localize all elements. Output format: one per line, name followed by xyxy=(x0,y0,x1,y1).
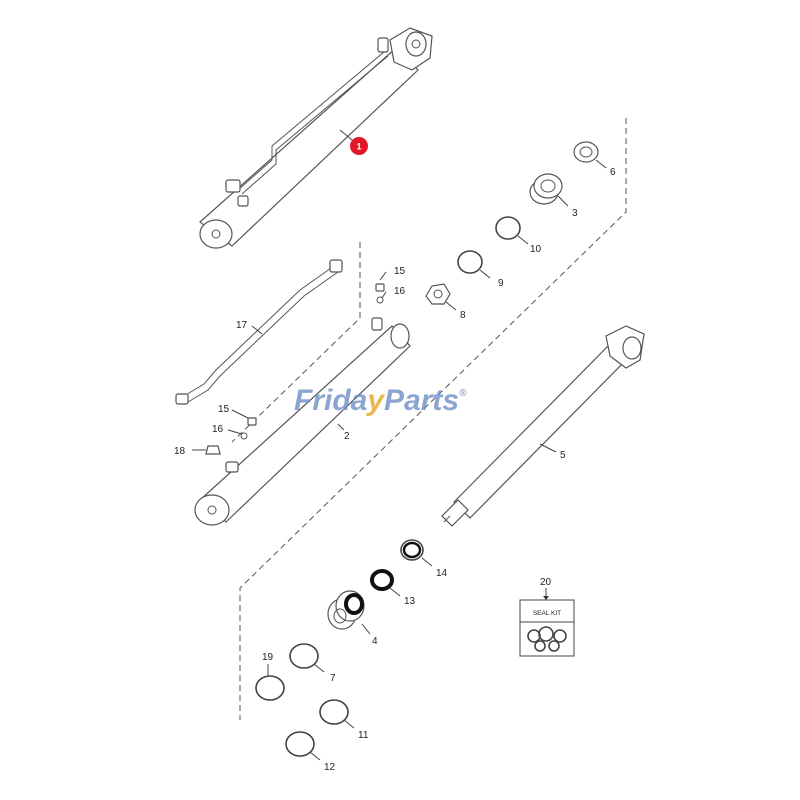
part-12-ring xyxy=(285,731,315,757)
fittings-15-16-18 xyxy=(205,283,385,455)
part-3-gland xyxy=(529,173,563,205)
seal-kit-label: SEAL KIT xyxy=(533,610,561,617)
callout-12: 12 xyxy=(324,762,336,773)
callout-1-badge: 1 xyxy=(339,129,368,155)
callout-1-label: 1 xyxy=(356,142,361,152)
part-14-ring xyxy=(400,539,424,561)
part-8-nut xyxy=(425,283,451,305)
callout-14: 14 xyxy=(436,568,448,579)
part-13-ring xyxy=(370,569,394,591)
part-6-wiper xyxy=(573,141,599,163)
svg-text:FridayParts®: FridayParts® xyxy=(294,384,467,417)
part-4-piston xyxy=(327,590,365,630)
part-10-ring xyxy=(495,216,521,240)
callout-20: 20 xyxy=(540,577,552,588)
callout-15-upper: 15 xyxy=(394,266,406,277)
callout-9: 9 xyxy=(498,278,504,289)
part-7-ring xyxy=(289,643,319,669)
part-9-ring xyxy=(457,250,483,274)
part-11-ring xyxy=(319,699,349,725)
part-19-ring xyxy=(255,675,285,701)
callout-4: 4 xyxy=(372,636,378,647)
callout-15-lower: 15 xyxy=(218,404,230,415)
callout-8: 8 xyxy=(460,310,466,321)
callout-17: 17 xyxy=(236,320,248,331)
group-boundary-upper xyxy=(231,242,361,443)
part-2-barrel xyxy=(194,317,411,526)
callout-19: 19 xyxy=(262,652,274,663)
callout-13: 13 xyxy=(404,596,416,607)
watermark-part1: Frida xyxy=(294,384,367,417)
callout-16-lower: 16 xyxy=(212,424,224,435)
callout-18: 18 xyxy=(174,446,186,457)
callout-3: 3 xyxy=(572,208,578,219)
fridayparts-watermark: FridayParts® xyxy=(294,384,467,417)
callout-16-upper: 16 xyxy=(394,286,406,297)
part-17-hydraulic-tube xyxy=(175,259,343,405)
watermark-part3: Parts xyxy=(384,384,459,417)
group-boundary-right xyxy=(239,118,627,720)
callout-6: 6 xyxy=(610,167,616,178)
callout-2: 2 xyxy=(344,431,350,442)
callout-5: 5 xyxy=(560,450,566,461)
part-1-cylinder-assembly xyxy=(199,27,433,249)
callout-10: 10 xyxy=(530,244,542,255)
leader-lines xyxy=(192,159,607,761)
watermark-mark: ® xyxy=(459,388,467,399)
callout-11: 11 xyxy=(358,730,369,741)
part-20-seal-kit: SEAL KIT xyxy=(519,588,575,657)
callout-7: 7 xyxy=(330,673,336,684)
part-5-piston-rod xyxy=(441,325,645,527)
watermark-part2: y xyxy=(365,384,385,417)
